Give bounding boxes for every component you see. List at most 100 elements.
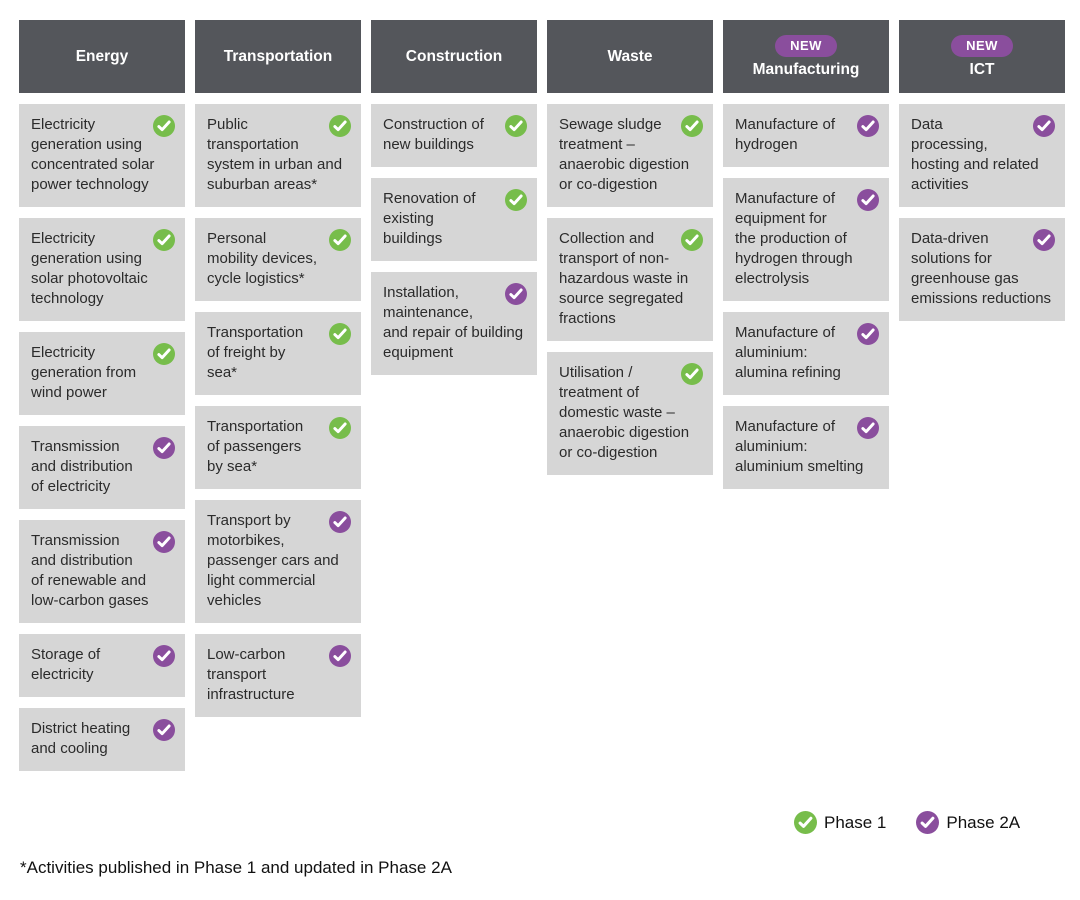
activity-card: Transmission and distribution of renewab… bbox=[19, 520, 185, 623]
activity-text: Transport by motorbikes, passenger cars … bbox=[207, 512, 339, 609]
activity-card: Transport by motorbikes, passenger cars … bbox=[195, 500, 361, 623]
footnote-text: *Activities published in Phase 1 and upd… bbox=[20, 858, 452, 877]
activity-card: Manufacture of aluminium: aluminium smel… bbox=[723, 406, 889, 489]
activity-card: Renovation of existing buildings bbox=[371, 178, 537, 261]
activity-text: Collection and transport of non-hazardou… bbox=[559, 230, 689, 327]
activity-text: District heating and cooling bbox=[31, 720, 131, 757]
phase2a-check-icon bbox=[857, 189, 879, 211]
column-header-transportation: Transportation bbox=[195, 20, 361, 93]
legend-label: Phase 1 bbox=[824, 812, 887, 832]
activity-card: Personal mobility devices, cycle logisti… bbox=[195, 218, 361, 301]
activity-card: Public transportation system in urban an… bbox=[195, 104, 361, 207]
legend-item-phase1: Phase 1 bbox=[794, 811, 886, 834]
activity-card: Storage of electricity bbox=[19, 634, 185, 697]
activity-card: Electricity generation from wind power bbox=[19, 332, 185, 415]
activity-card: Low-carbon transport infrastructure bbox=[195, 634, 361, 717]
activity-text: Utilisation / treatment of domestic wast… bbox=[559, 364, 690, 461]
activity-card: Construction of new buildings bbox=[371, 104, 537, 167]
activity-text: Renovation of existing buildings bbox=[383, 190, 476, 247]
activity-text: Transmission and distribution of renewab… bbox=[31, 532, 149, 609]
activity-text: Transportation of passengers by sea* bbox=[207, 418, 304, 475]
activity-card: Transportation of freight by sea* bbox=[195, 312, 361, 395]
column-header-construction: Construction bbox=[371, 20, 537, 93]
activity-text: Transportation of freight by sea* bbox=[207, 324, 304, 381]
legend-label: Phase 2A bbox=[946, 812, 1021, 832]
column-header-waste: Waste bbox=[547, 20, 713, 93]
phase1-check-icon bbox=[681, 229, 703, 251]
phase2a-check-icon bbox=[153, 531, 175, 553]
activity-text: Electricity generation using solar photo… bbox=[31, 230, 148, 307]
phase1-check-icon bbox=[505, 189, 527, 211]
activity-text: Installation, maintenance, and repair of… bbox=[383, 284, 524, 361]
activity-text: Transmission and distribution of electri… bbox=[31, 438, 133, 495]
column-title-waste: Waste bbox=[607, 47, 653, 65]
activity-text: Construction of new buildings bbox=[383, 116, 484, 153]
activity-text: Electricity generation using concentrate… bbox=[31, 116, 155, 193]
activity-card: Data-driven solutions for greenhouse gas… bbox=[899, 218, 1065, 321]
activity-text: Manufacture of aluminium: aluminium smel… bbox=[735, 418, 864, 475]
phase2a-check-icon bbox=[153, 437, 175, 459]
phase1-check-icon bbox=[153, 229, 175, 251]
phase2a-check-icon bbox=[1033, 229, 1055, 251]
phase2a-check-icon bbox=[857, 115, 879, 137]
activity-card: Electricity generation using concentrate… bbox=[19, 104, 185, 207]
phase2a-check-icon bbox=[329, 645, 351, 667]
phase2a-check-icon bbox=[329, 511, 351, 533]
activity-card: Manufacture of aluminium: alumina refini… bbox=[723, 312, 889, 395]
activity-text: Manufacture of equipment for the product… bbox=[735, 190, 853, 287]
phase2a-check-icon bbox=[916, 811, 940, 834]
activity-card: Sewage sludge treatment – anaerobic dige… bbox=[547, 104, 713, 207]
column-header-manufacturing: NEW Manufacturing bbox=[723, 20, 889, 93]
phase1-check-icon bbox=[505, 115, 527, 137]
column-header-ict: NEW ICT bbox=[899, 20, 1065, 93]
phase1-check-icon bbox=[329, 417, 351, 439]
column-title-energy: Energy bbox=[75, 47, 129, 65]
activity-card: Manufacture of equipment for the product… bbox=[723, 178, 889, 301]
phase2a-check-icon bbox=[857, 417, 879, 439]
phase2a-check-icon bbox=[1033, 115, 1055, 137]
phase2a-check-icon bbox=[505, 283, 527, 305]
activity-text: Data processing, hosting and related act… bbox=[911, 116, 1039, 193]
column-title-manufacturing: Manufacturing bbox=[752, 60, 860, 78]
activity-text: Low-carbon transport infrastructure bbox=[207, 646, 295, 703]
legend-item-phase2a: Phase 2A bbox=[916, 811, 1020, 834]
activity-card: Collection and transport of non-hazardou… bbox=[547, 218, 713, 341]
phase1-check-icon bbox=[329, 115, 351, 137]
activity-card: Transportation of passengers by sea* bbox=[195, 406, 361, 489]
column-ict: NEW ICT Data processing, hosting and relat… bbox=[899, 20, 1065, 321]
phase1-check-icon bbox=[794, 811, 817, 834]
column-title-ict: ICT bbox=[969, 60, 995, 78]
new-badge: NEW bbox=[775, 34, 837, 57]
phase1-check-icon bbox=[329, 229, 351, 251]
activity-card: Data processing, hosting and related act… bbox=[899, 104, 1065, 207]
activity-card: Manufacture of hydrogen bbox=[723, 104, 889, 167]
activity-text: Manufacture of aluminium: alumina refini… bbox=[735, 324, 841, 381]
phase-legend: Phase 1 Phase 2A bbox=[794, 811, 1020, 834]
activity-text: Electricity generation from wind power bbox=[31, 344, 137, 401]
column-header-energy: Energy bbox=[19, 20, 185, 93]
phase1-check-icon bbox=[329, 323, 351, 345]
activity-card: Installation, maintenance, and repair of… bbox=[371, 272, 537, 375]
activity-text: Sewage sludge treatment – anaerobic dige… bbox=[559, 116, 690, 193]
activity-card: District heating and cooling bbox=[19, 708, 185, 771]
activity-text: Storage of electricity bbox=[31, 646, 101, 683]
column-title-transportation: Transportation bbox=[223, 47, 333, 65]
new-badge: NEW bbox=[951, 34, 1013, 57]
activity-text: Personal mobility devices, cycle logisti… bbox=[207, 230, 318, 287]
activity-card: Transmission and distribution of electri… bbox=[19, 426, 185, 509]
phase2a-check-icon bbox=[857, 323, 879, 345]
phase1-check-icon bbox=[681, 363, 703, 385]
phase1-check-icon bbox=[681, 115, 703, 137]
activity-text: Data-driven solutions for greenhouse gas… bbox=[911, 230, 1052, 307]
phase1-check-icon bbox=[153, 343, 175, 365]
activity-card: Electricity generation using solar photo… bbox=[19, 218, 185, 321]
activity-text: Manufacture of hydrogen bbox=[735, 116, 836, 153]
activity-card: Utilisation / treatment of domestic wast… bbox=[547, 352, 713, 475]
phase1-check-icon bbox=[153, 115, 175, 137]
